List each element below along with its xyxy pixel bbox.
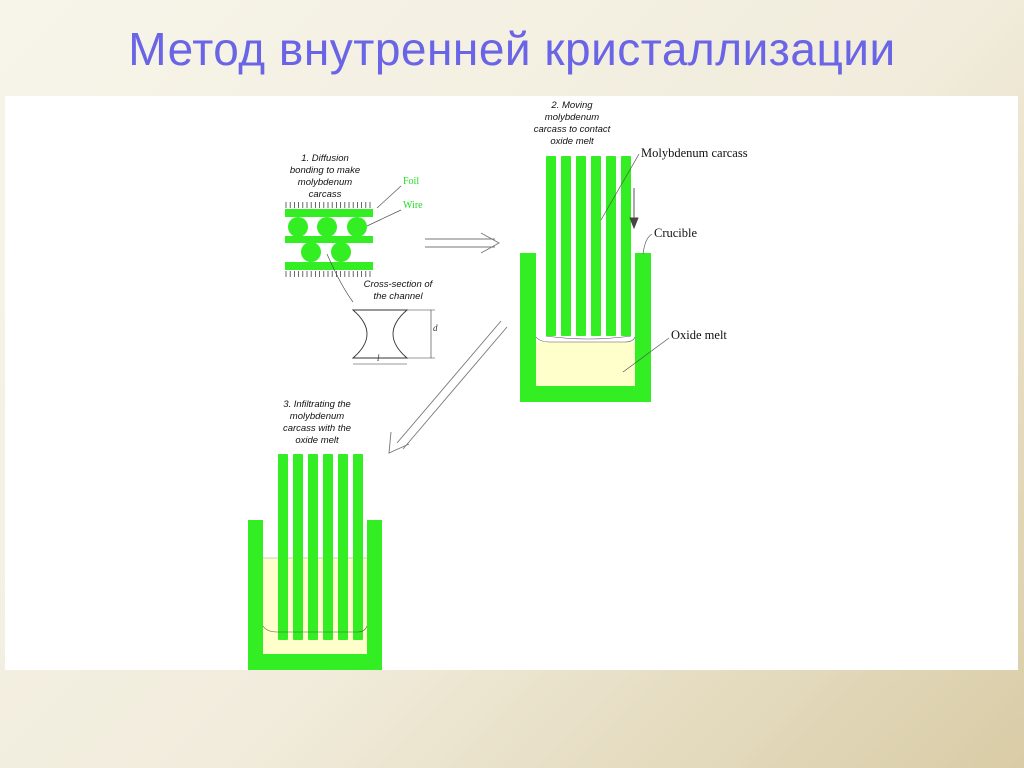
cross-section-leader [326, 253, 354, 303]
foil-label: Foil [403, 176, 419, 187]
svg-text:molybdenum: molybdenum [290, 411, 344, 422]
channel-cross-section [351, 309, 435, 365]
svg-text:the channel: the channel [373, 291, 423, 302]
svg-text:2. Moving: 2. Moving [550, 100, 593, 111]
foil-layer-middle [285, 236, 373, 243]
diagram: 1. Diffusion bonding to make molybdenum … [248, 100, 748, 670]
svg-text:Cross-section of: Cross-section of [364, 279, 434, 290]
dimension-d: d [433, 323, 438, 333]
svg-text:carcass with the: carcass with the [283, 423, 351, 434]
step1-caption: 1. Diffusion bonding to make molybdenum … [290, 153, 360, 200]
pressure-ticks-top [285, 202, 371, 208]
svg-text:3. Infiltrating the: 3. Infiltrating the [283, 399, 351, 410]
svg-text:molybdenum: molybdenum [545, 112, 599, 123]
wire-circle [317, 217, 337, 237]
foil-layer-bottom [285, 262, 373, 270]
crucible-leader [642, 233, 653, 255]
svg-text:oxide melt: oxide melt [550, 136, 594, 147]
wire-leader [366, 209, 402, 227]
step2-caption: 2. Moving molybdenum carcass to contact … [534, 100, 611, 147]
svg-text:carcass: carcass [309, 189, 342, 200]
motion-down-arrow [629, 188, 639, 230]
molybdenum-carcass-label: Molybdenum carcass [641, 146, 748, 160]
molybdenum-carcass-step2 [545, 156, 632, 340]
wire-circle [331, 242, 351, 262]
svg-text:1. Diffusion: 1. Diffusion [301, 153, 349, 164]
foil-layer-top [285, 209, 373, 217]
svg-text:bonding to make: bonding to make [290, 165, 360, 176]
wire-circle [301, 242, 321, 262]
pressure-ticks-bottom [285, 271, 371, 277]
molybdenum-carcass-step3 [262, 454, 368, 640]
slide-title: Метод внутренней кристаллизации [128, 23, 896, 75]
carcass-leader [600, 153, 640, 221]
svg-text:molybdenum: molybdenum [298, 177, 352, 188]
oxide-melt-leader [622, 337, 670, 373]
step3-caption: 3. Infiltrating the molybdenum carcass w… [283, 399, 351, 446]
dimension-l: l [377, 353, 380, 363]
foil-leader [376, 185, 402, 209]
bonding-assembly [285, 202, 373, 277]
arrow-step2-to-step3 [388, 320, 508, 454]
svg-text:oxide melt: oxide melt [295, 435, 339, 446]
cross-section-caption: Cross-section of the channel [364, 279, 434, 302]
oxide-melt-label: Oxide melt [671, 328, 727, 342]
arrow-step1-to-step2 [425, 232, 500, 254]
wire-label: Wire [403, 200, 423, 211]
svg-text:carcass to contact: carcass to contact [534, 124, 611, 135]
crucible-label: Crucible [654, 226, 697, 240]
wire-circle [347, 217, 367, 237]
oxide-melt-step2 [536, 342, 635, 386]
figure-panel: 1. Diffusion bonding to make molybdenum … [5, 96, 1018, 670]
wire-circle [288, 217, 308, 237]
